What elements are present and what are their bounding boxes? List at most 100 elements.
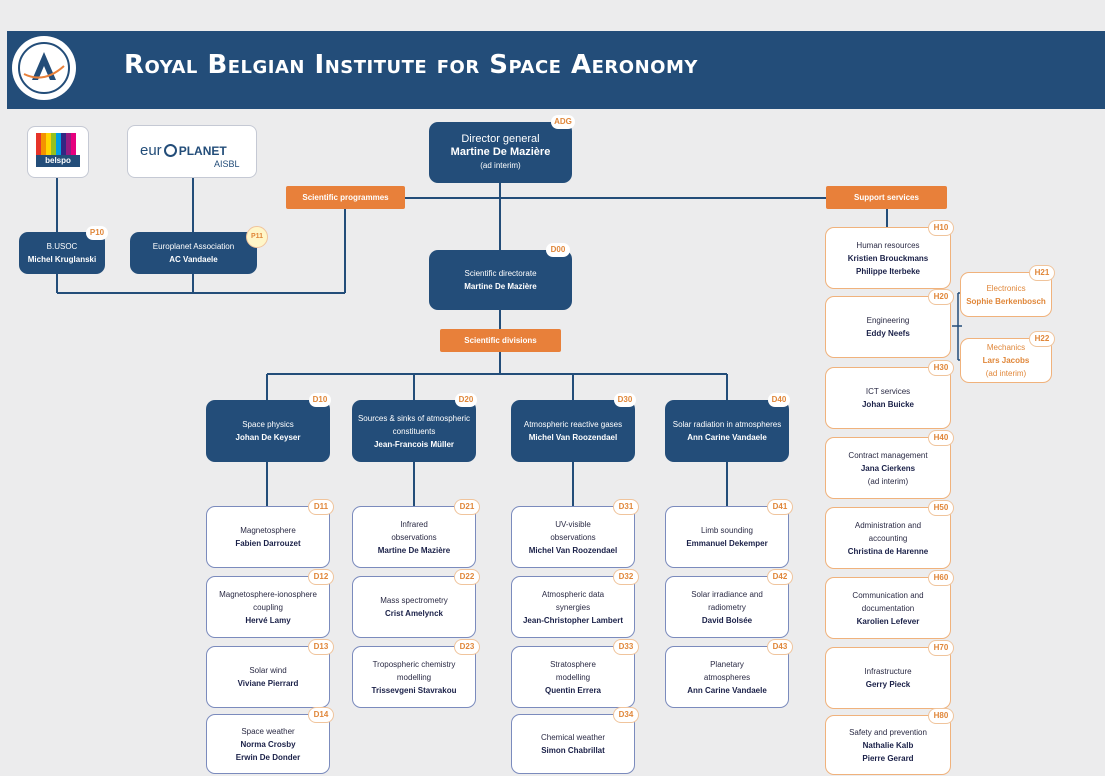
unit-box-d14: Space weather Norma Crosby Erwin De Dond… <box>206 714 330 774</box>
d00-name: Martine De Mazière <box>464 282 537 291</box>
d00-code: D00 <box>546 243 570 257</box>
unit-box-d22: Mass spectrometry Crist Amelynck <box>352 576 476 638</box>
unit-box-d41: Limb sounding Emmanuel Dekemper <box>665 506 789 568</box>
europlanet-text-b: PLANET <box>178 144 227 158</box>
europlanet-text-a: eur <box>140 142 162 159</box>
unit-code-d21: D21 <box>454 499 480 515</box>
support-role: Mechanics <box>986 343 1026 352</box>
d00-role: Scientific directorate <box>464 269 537 278</box>
globe-icon <box>163 144 177 157</box>
support-role: Safety and prevention <box>849 727 927 737</box>
director-name: Martine De Mazière <box>450 146 551 158</box>
support-code-h22: H22 <box>1029 331 1055 347</box>
unit-role: Infrared observations <box>391 519 437 542</box>
unit-code-d32: D32 <box>613 569 639 585</box>
support-box-h30: ICT services Johan Buicke <box>825 367 951 429</box>
institute-logo <box>12 36 76 100</box>
support-code-h60: H60 <box>928 570 954 586</box>
unit-name: Martine De Mazière <box>377 545 451 555</box>
support-note: (ad interim) <box>867 476 909 486</box>
p10-role: B.USOC <box>46 242 78 251</box>
support-box-h50: Administration and accounting Christina … <box>825 507 951 569</box>
support-name-2: Pierre Gerard <box>862 753 914 763</box>
support-name: Jana Cierkens <box>860 463 916 473</box>
p10-code: P10 <box>86 226 108 240</box>
scientific-programmes-label: Scientific programmes <box>286 186 405 209</box>
unit-name: Ann Carine Vandaele <box>687 685 767 695</box>
p11-role: Europlanet Association <box>152 242 235 251</box>
unit-box-d43: Planetary atmospheres Ann Carine Vandael… <box>665 646 789 708</box>
support-name: Johan Buicke <box>861 400 914 409</box>
division-name: Michel Van Roozendael <box>528 433 618 442</box>
division-role: Space physics <box>242 420 294 429</box>
support-services-label: Support services <box>826 186 947 209</box>
p11-box: Europlanet Association AC Vandaele <box>130 232 257 274</box>
unit-name: Fabien Darrouzet <box>235 539 301 548</box>
support-role: ICT services <box>865 387 911 396</box>
unit-name: Quentin Errera <box>544 685 601 695</box>
unit-code-d33: D33 <box>613 639 639 655</box>
division-name: Johan De Keyser <box>235 433 301 442</box>
unit-name: Crist Amelynck <box>385 609 443 618</box>
division-code-d30: D30 <box>614 393 636 407</box>
unit-role: Planetary atmospheres <box>703 659 751 682</box>
division-box-d40: Solar radiation in atmospheres Ann Carin… <box>665 400 789 462</box>
support-role: Infrastructure <box>864 667 912 676</box>
unit-name: Trissevgeni Stavrakou <box>371 685 457 695</box>
unit-box-d12: Magnetosphere-ionosphere coupling Hervé … <box>206 576 330 638</box>
support-box-h60: Communication and documentation Karolien… <box>825 577 951 639</box>
unit-role: Mass spectrometry <box>380 596 448 605</box>
director-general-box: Director general Martine De Mazière (ad … <box>429 122 572 183</box>
unit-name: Norma Crosby <box>240 739 296 749</box>
europlanet-logo: eur PLANET AISBL <box>127 125 257 178</box>
header-bar <box>7 31 1105 109</box>
unit-code-d41: D41 <box>767 499 793 515</box>
support-role: Communication and documentation <box>852 590 924 613</box>
support-code-h20: H20 <box>928 289 954 305</box>
support-name: Gerry Pieck <box>865 680 911 689</box>
unit-code-d13: D13 <box>308 639 334 655</box>
support-box-h40: Contract management Jana Cierkens (ad in… <box>825 437 951 499</box>
support-name: Nathalie Kalb <box>862 740 914 750</box>
support-name: Eddy Neefs <box>866 329 910 338</box>
support-name: Kristien Brouckmans <box>847 253 929 263</box>
support-box-h80: Safety and prevention Nathalie Kalb Pier… <box>825 715 951 775</box>
division-name: Ann Carine Vandaele <box>687 433 767 442</box>
support-role: Administration and accounting <box>854 520 922 543</box>
support-role: Human resources <box>856 240 920 250</box>
unit-box-d42: Solar irradiance and radiometry David Bo… <box>665 576 789 638</box>
division-name: Jean-Francois Müller <box>373 439 455 449</box>
unit-code-d43: D43 <box>767 639 793 655</box>
unit-role: Stratosphere modelling <box>550 659 596 682</box>
division-role: Solar radiation in atmospheres <box>672 420 782 429</box>
unit-role: Space weather <box>241 726 295 736</box>
director-role: Director general <box>461 133 540 145</box>
unit-box-d31: UV-visible observations Michel Van Rooze… <box>511 506 635 568</box>
page-title: Royal Belgian Institute for Space Aerono… <box>124 50 698 80</box>
unit-role: Tropospheric chemistry modelling <box>372 659 456 682</box>
europlanet-text-c: AISBL <box>214 159 240 169</box>
support-box-h10: Human resources Kristien Brouckmans Phil… <box>825 227 951 289</box>
division-code-d20: D20 <box>455 393 477 407</box>
director-code: ADG <box>551 115 575 129</box>
unit-role: UV-visible observations <box>550 519 596 542</box>
belspo-stripes-icon <box>36 133 76 155</box>
division-box-d10: Space physics Johan De Keyser <box>206 400 330 462</box>
support-box-h22: Mechanics Lars Jacobs (ad interim) <box>960 338 1052 383</box>
unit-name: David Bolsée <box>701 615 753 625</box>
unit-role: Limb sounding <box>700 526 754 535</box>
support-name: Christina de Harenne <box>847 546 929 556</box>
unit-name: Michel Van Roozendael <box>528 545 618 555</box>
support-box-h70: Infrastructure Gerry Pieck <box>825 647 951 709</box>
support-code-h21: H21 <box>1029 265 1055 281</box>
support-code-h30: H30 <box>928 360 954 376</box>
support-code-h50: H50 <box>928 500 954 516</box>
unit-name: Viviane Pierrard <box>237 679 299 688</box>
p10-name: Michel Kruglanski <box>27 255 97 264</box>
support-role: Electronics <box>986 283 1026 293</box>
division-role: Atmospheric reactive gases <box>523 420 623 429</box>
unit-role: Atmospheric data synergies <box>541 589 605 612</box>
unit-name: Simon Chabrillat <box>541 746 605 755</box>
